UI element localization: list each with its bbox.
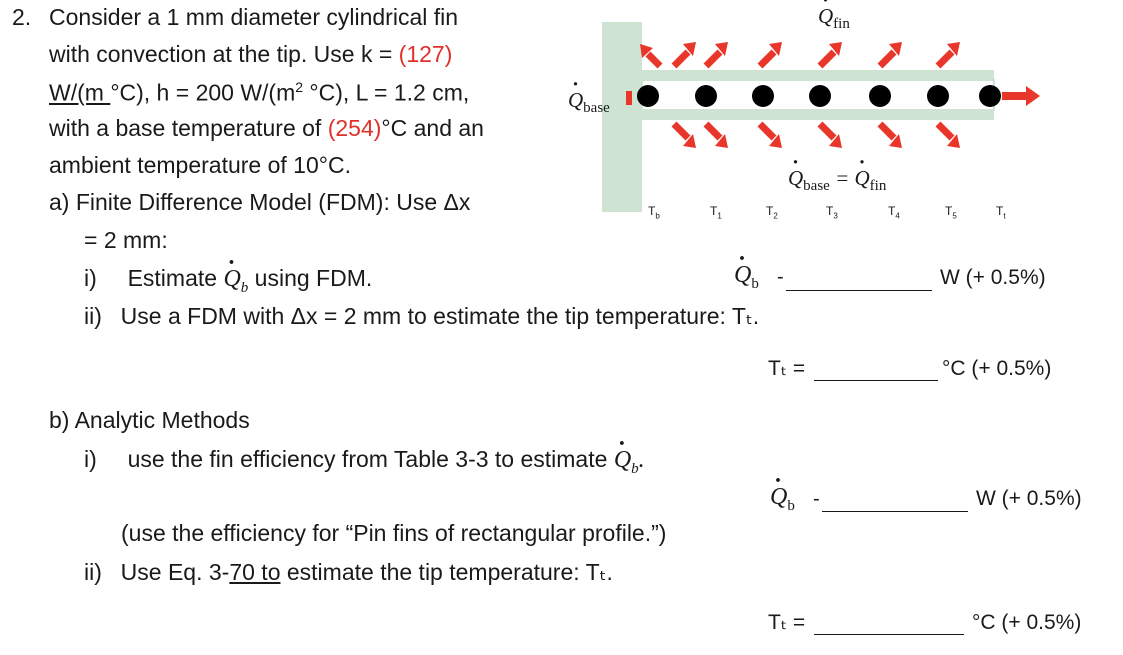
part-a-heading: a) Finite Difference Model (FDM): Use Δx (49, 189, 471, 215)
fin-diagram-svg (602, 22, 1040, 212)
problem-line-2: with convection at the tip. Use k = (127… (49, 43, 452, 66)
tip-arrow-head (1026, 86, 1040, 106)
part-a-item-i-text: Estimate (127, 265, 218, 291)
base-heat-arrow (626, 91, 632, 105)
tt-answer-b-blank[interactable] (814, 634, 964, 635)
part-a-item-ii: ii) Use a FDM with Δx = 2 mm to estimate… (84, 305, 759, 328)
tt-answer-a-prefix: Tₜ = (768, 357, 806, 380)
equation-reference: 70 to (229, 559, 281, 585)
node-label-t3: T3 (826, 204, 838, 221)
convection-arrows-down (671, 121, 960, 148)
tt-answer-b-units: °C (+ 0.5%) (972, 611, 1082, 634)
qb-symbol-a-i: Qb (223, 251, 248, 295)
node-label-t5: T5 (945, 204, 957, 221)
node-t1 (695, 85, 717, 107)
tt-answer-a-blank[interactable] (814, 380, 938, 381)
q-fin-label: Qfin (818, 0, 850, 33)
base-temp-value: (254) (327, 115, 382, 141)
part-a-item-ii-label: ii) (84, 303, 102, 329)
node-label-t4: T4 (888, 204, 900, 221)
node-label-tt: Tt (996, 204, 1006, 221)
problem-line-5: ambient temperature of 10°C. (49, 152, 351, 178)
problem-line-1: Consider a 1 mm diameter cylindrical fin (49, 4, 459, 30)
part-b-item-ii-pre: Use Eq. 3- (120, 559, 230, 585)
problem-line-3-c: °C), L = 1.2 cm, (303, 79, 470, 106)
problem-number: 2. (12, 4, 32, 30)
q-base-label: Qbase (568, 72, 610, 117)
qb-answer-a-blank[interactable] (786, 290, 932, 291)
part-a-item-i-post: using FDM. (254, 265, 373, 291)
part-a-heading-cont: = 2 mm: (84, 227, 168, 253)
problem-line-3: W/(m °C), h = 200 W/(m2 °C), L = 1.2 cm, (49, 80, 469, 105)
node-label-t2: T2 (766, 204, 778, 221)
part-b-heading: b) Analytic Methods (49, 407, 250, 433)
problem-line-3-sup: 2 (295, 79, 304, 95)
part-b-item-ii-label: ii) (84, 559, 102, 585)
qb-answer-a-prefix: - (777, 266, 784, 288)
part-b-item-ii-post: estimate the tip temperature: Tₜ. (280, 559, 613, 585)
node-t3 (809, 85, 831, 107)
base-wall (602, 22, 642, 212)
qb-symbol-b-i: Qb. (614, 432, 645, 476)
problem-line-3-b: °C), h = 200 W/(m (110, 79, 296, 106)
tt-answer-a-units: °C (+ 0.5%) (942, 357, 1052, 380)
node-t4 (869, 85, 891, 107)
energy-balance-label: Qbase = Qfin (788, 150, 886, 195)
convection-arrows-up (640, 42, 960, 69)
fin-diagram: Qfin Qbase Qbase = Qfin Tb T1 T2 T3 T4 T… (560, 0, 1060, 235)
problem-line-2-text: with convection at the tip. Use k = (49, 41, 399, 67)
problem-line-4-post: °C and an (381, 115, 484, 141)
qb-answer-b-symbol: Qb (770, 468, 795, 515)
qb-answer-a-symbol: Qb (734, 246, 759, 293)
node-label-tb: Tb (648, 204, 660, 221)
k-value: (127) (398, 41, 453, 67)
node-tt (979, 85, 1001, 107)
node-t2 (752, 85, 774, 107)
part-b-item-i-label: i) (84, 446, 97, 472)
part-b-note: (use the efficiency for “Pin fins of rec… (121, 520, 667, 546)
qb-answer-b-blank[interactable] (822, 511, 968, 512)
problem-line-4-pre: with a base temperature of (49, 115, 328, 141)
node-t5 (927, 85, 949, 107)
qb-answer-a-units: W (+ 0.5%) (940, 266, 1046, 289)
qb-answer-b-units: W (+ 0.5%) (976, 487, 1082, 510)
part-a-item-i-label: i) (84, 265, 97, 291)
problem-line-3-a: W/(m (49, 79, 111, 106)
part-b-item-i-text: use the fin efficiency from Table 3-3 to… (127, 446, 608, 472)
part-a-item-ii-text: Use a FDM with Δx = 2 mm to estimate the… (120, 303, 760, 329)
part-a-item-i: i) Estimate Qb using FDM. (84, 251, 373, 296)
part-b-item-ii: ii) Use Eq. 3-70 to estimate the tip tem… (84, 561, 613, 584)
tt-answer-b-prefix: Tₜ = (768, 611, 806, 634)
problem-line-4: with a base temperature of (254)°C and a… (49, 117, 484, 140)
node-label-t1: T1 (710, 204, 722, 221)
part-b-item-i: i) use the fin efficiency from Table 3-3… (84, 432, 645, 477)
node-tb (637, 85, 659, 107)
qb-answer-b-prefix: - (813, 488, 820, 510)
